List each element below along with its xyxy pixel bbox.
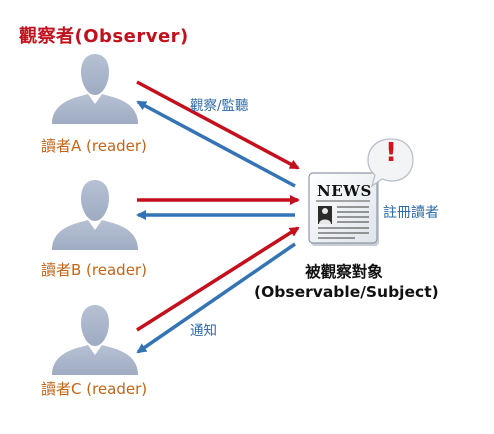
reader-a-person-icon bbox=[52, 54, 138, 124]
notify-label: 通知 bbox=[190, 323, 217, 339]
observer-title: 觀察者(Observer) bbox=[19, 26, 189, 47]
observe-arrow-c bbox=[136, 226, 300, 332]
reader-b-person-icon bbox=[52, 180, 138, 250]
register-readers-label: 註冊讀者 bbox=[383, 205, 439, 221]
subject-subtitle: (Observable/Subject) bbox=[254, 283, 439, 301]
notify-arrow-c bbox=[136, 242, 296, 354]
reader-b-label: 讀者B (reader) bbox=[41, 261, 147, 279]
subject-title: 被觀察對象 bbox=[305, 263, 383, 281]
newspaper-icon bbox=[308, 172, 379, 246]
reader-c-person-icon bbox=[52, 305, 138, 375]
alert-mark: ! bbox=[385, 138, 397, 168]
notify-arrow-a bbox=[136, 100, 296, 188]
newspaper-headline: NEWS bbox=[317, 182, 372, 200]
reader-c-label: 讀者C (reader) bbox=[41, 380, 148, 398]
observe-arrow-a bbox=[136, 80, 300, 170]
reader-a-label: 讀者A (reader) bbox=[41, 137, 147, 155]
observe-label: 觀察/監聽 bbox=[190, 98, 249, 114]
alert-speech-bubble-icon bbox=[367, 138, 414, 188]
